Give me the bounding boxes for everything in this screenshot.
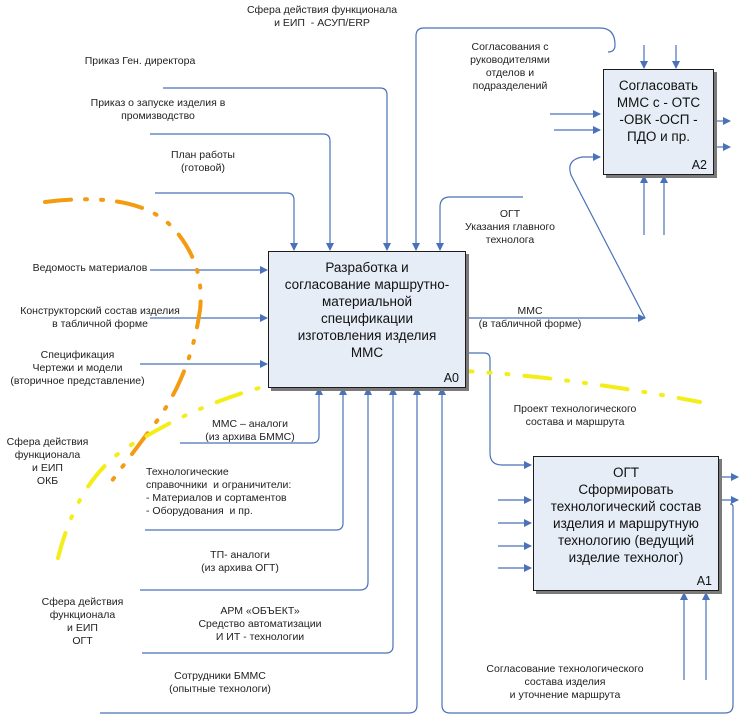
label-sphere-erp: Сфера действия функционала и ЕИП - АСУП/… <box>246 4 398 29</box>
arrow-sphere-erp-feedback <box>412 27 616 251</box>
label-mms-analogs: ММС – аналоги (из архива БММС) <box>205 418 295 443</box>
label-specification: Спецификация Чертежи и модели (вторичное… <box>10 349 145 387</box>
label-arm-object: АРМ «ОБЪЕКТ» Средство автоматизации И ИТ… <box>198 605 322 643</box>
a1-title: ОГТ Сформировать технологический состав … <box>550 465 702 565</box>
label-work-plan: План работы (готовой) <box>171 149 235 174</box>
arrow-approval-route <box>438 387 734 714</box>
label-materials-list: Ведомость материалов <box>32 262 148 274</box>
a0-code: A0 <box>443 371 459 385</box>
arrow-order-director <box>163 87 391 251</box>
arrow-order-launch <box>150 133 334 251</box>
label-sphere-ogt: Сфера действия функционала и ЕИП ОГТ <box>41 596 124 647</box>
label-project-route: Проект технологического состава и маршру… <box>513 403 637 428</box>
boundary-okb <box>43 197 203 492</box>
label-staff-bmms: Сотрудники БММС (опытные технологи) <box>169 670 271 695</box>
arrow-tp-analogs <box>140 387 372 591</box>
a1-code: A1 <box>696 574 712 588</box>
a0-title: Разработка и согласование маршрутно- мат… <box>284 260 450 360</box>
arrow-project-route <box>466 352 532 469</box>
label-ogt-instructions: ОГТ Указания главного технолога <box>465 208 555 246</box>
arrow-mms-analogs <box>180 387 323 444</box>
label-approval-route: Согласование технологического состава из… <box>486 663 644 701</box>
arrow-work-plan <box>155 192 298 251</box>
arrow-tech-references <box>145 387 347 531</box>
label-tech-references: Технологические справочники и ограничите… <box>146 466 292 517</box>
boundary-erp <box>56 367 702 560</box>
arrow-ogt-instructions <box>436 196 523 251</box>
label-approvals-heads: Согласования с руководителями отделов и … <box>470 41 550 92</box>
activity-box-a1[interactable]: ОГТ Сформировать технологический состав … <box>533 456 719 591</box>
label-design-composition: Конструкторский состав изделия в табличн… <box>20 305 180 330</box>
label-order-launch: Приказ о запуске изделия в промизводство <box>90 97 226 122</box>
activity-box-a2[interactable]: Согласовать ММС с - ОТС -ОВК -ОСП - ПДО … <box>603 69 714 175</box>
a2-title: Согласовать ММС с - ОТС -ОВК -ОСП - ПДО … <box>616 78 701 144</box>
label-order-director: Приказ Ген. директора <box>84 55 196 67</box>
arrow-staff-bmms <box>100 387 421 714</box>
arrow-mms-to-a2 <box>569 153 646 319</box>
a2-code: A2 <box>691 158 707 172</box>
label-mms-output: ММС (в табличной форме) <box>478 305 582 330</box>
activity-box-a0[interactable]: Разработка и согласование маршрутно- мат… <box>268 251 466 388</box>
label-tp-analogs: ТП- аналоги (из архива ОГТ) <box>201 549 279 574</box>
arrow-arm-object <box>142 387 397 654</box>
label-sphere-okb: Сфера действия функционала и ЕИП ОКБ <box>6 436 89 487</box>
